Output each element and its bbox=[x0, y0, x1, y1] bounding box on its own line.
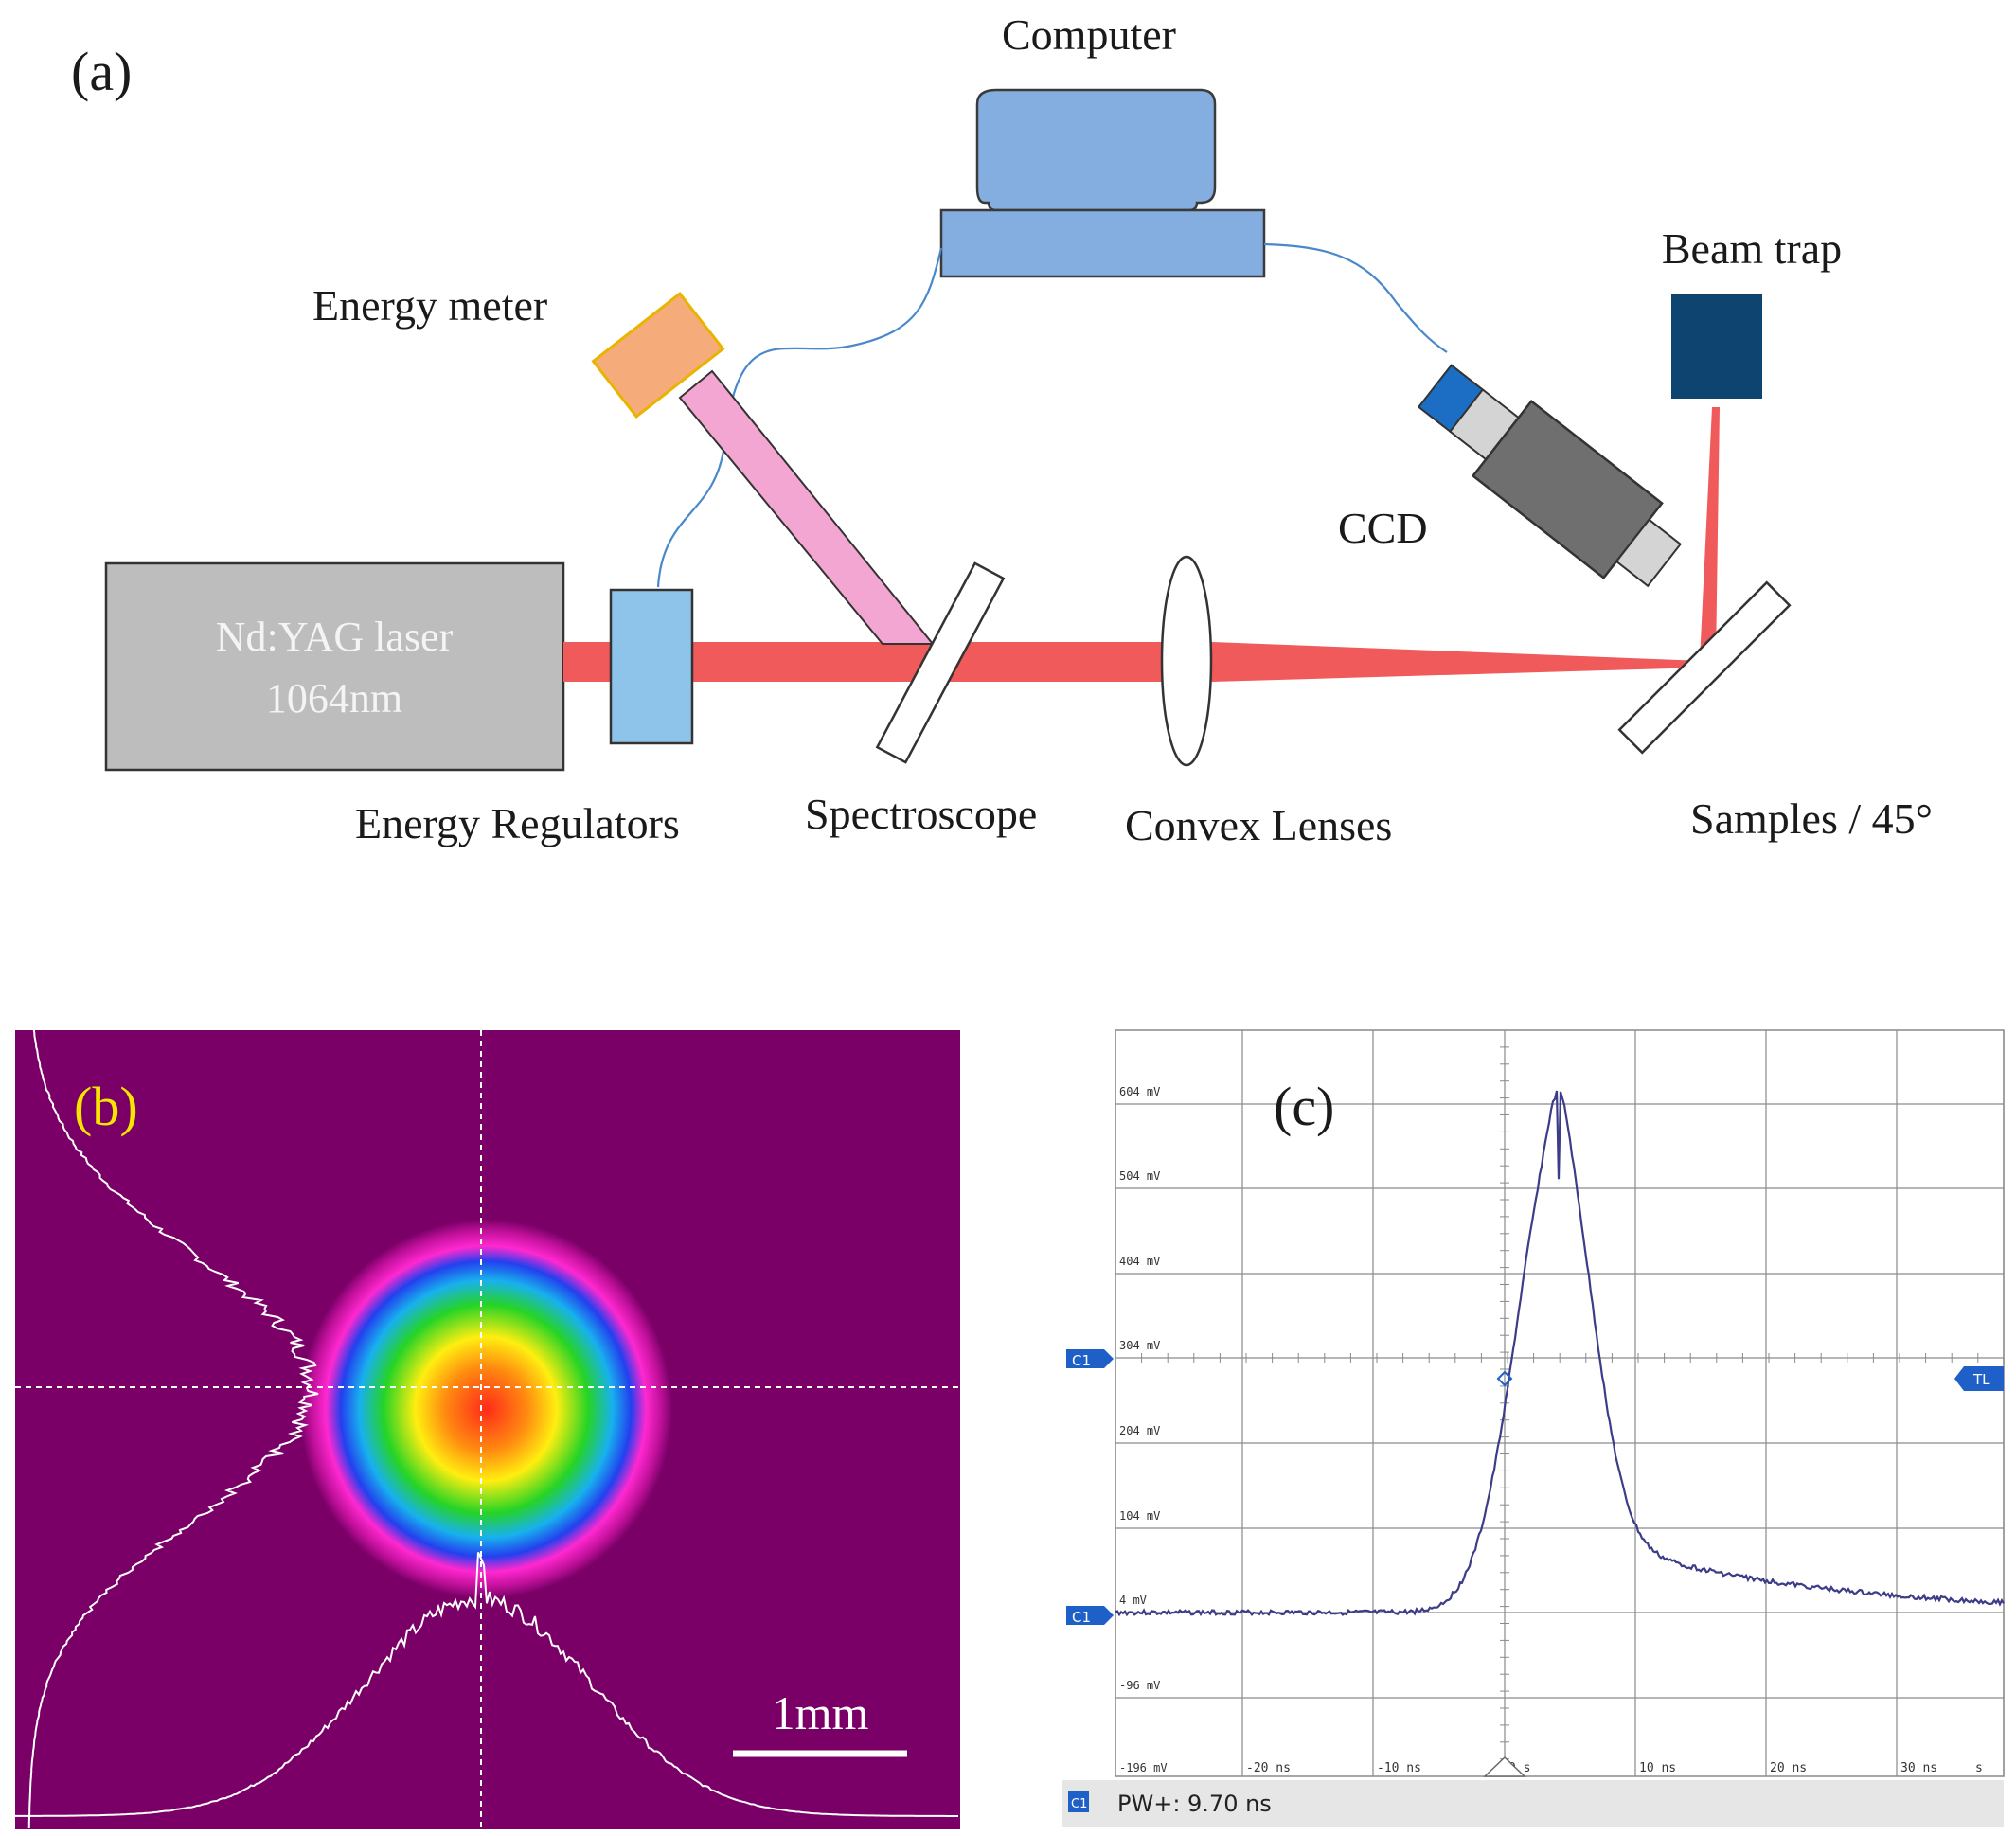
panel-c-label: (c) bbox=[1274, 1076, 1334, 1137]
y-tick-label: 604 mV bbox=[1119, 1085, 1160, 1098]
panel-b: (b) 1mm bbox=[15, 1029, 960, 1829]
panel-b-label: (b) bbox=[74, 1076, 138, 1137]
vertical-intensity-profile bbox=[27, 1029, 319, 1829]
energy-regulators-label: Energy Regulators bbox=[355, 799, 680, 847]
ccd-label: CCD bbox=[1338, 504, 1428, 552]
laser-box bbox=[104, 561, 565, 772]
trigger-time-marker bbox=[1483, 1756, 1526, 1777]
spectroscope-label: Spectroscope bbox=[805, 790, 1037, 838]
x-tick-label: 10 ns bbox=[1639, 1761, 1676, 1775]
cable-computer-to-regulator bbox=[656, 247, 943, 588]
focused-beam bbox=[1160, 642, 1704, 682]
panel-a-label: (a) bbox=[71, 41, 132, 102]
reflected-beam bbox=[1700, 407, 1720, 661]
laser-label-line2: 1064nm bbox=[266, 675, 402, 722]
x-tick-label: -10 ns bbox=[1377, 1761, 1421, 1775]
ccd-camera-icon bbox=[1417, 364, 1683, 588]
channel-marker-ground[interactable]: C1 bbox=[1066, 1606, 1114, 1626]
energy-regulator-icon bbox=[609, 588, 694, 745]
spectroscope-icon bbox=[875, 561, 1006, 764]
y-tick-label: 304 mV bbox=[1119, 1339, 1160, 1352]
y-tick-label: -196 mV bbox=[1119, 1761, 1168, 1774]
samples-label: Samples / 45° bbox=[1690, 794, 1933, 843]
sample-icon bbox=[1617, 580, 1792, 755]
scope-trace bbox=[1115, 1090, 2005, 1617]
scale-bar-label: 1mm bbox=[772, 1686, 869, 1739]
split-beam bbox=[678, 369, 936, 645]
computer-label: Computer bbox=[1002, 10, 1176, 59]
y-tick-label: 504 mV bbox=[1119, 1169, 1160, 1183]
convex-lens-icon bbox=[1160, 555, 1213, 767]
channel-marker-top[interactable]: C1 bbox=[1066, 1349, 1114, 1369]
status-channel-badge bbox=[1068, 1791, 1089, 1812]
scope-grid bbox=[1115, 1029, 2005, 1777]
scope-status-bar bbox=[1062, 1780, 2004, 1827]
x-tick-label: 30 ns bbox=[1900, 1761, 1937, 1775]
trigger-level-marker[interactable]: TL bbox=[1954, 1366, 2004, 1391]
x-tick-label: 20 ns bbox=[1770, 1761, 1807, 1775]
trigger-level-label: TL bbox=[1972, 1371, 1990, 1388]
panel-a: (a) Computer Nd:YAG laser 1064nm Energy … bbox=[71, 10, 1933, 849]
scope-y-ticks: 604 mV 504 mV 404 mV 304 mV 204 mV 104 mV 4 mV… bbox=[1119, 1085, 1168, 1774]
y-tick-label: 4 mV bbox=[1119, 1594, 1147, 1607]
beam-trap-icon bbox=[1671, 294, 1762, 399]
horizontal-intensity-profile bbox=[15, 1551, 958, 1817]
trigger-point-marker bbox=[1496, 1370, 1513, 1387]
energy-meter-label: Energy meter bbox=[312, 281, 547, 330]
cable-computer-to-ccd bbox=[1263, 242, 1448, 353]
y-tick-label: 104 mV bbox=[1119, 1509, 1160, 1523]
y-tick-label: 204 mV bbox=[1119, 1424, 1160, 1437]
computer-icon bbox=[939, 88, 1266, 278]
energy-meter-icon bbox=[591, 292, 725, 419]
channel-marker-top-label: C1 bbox=[1072, 1352, 1091, 1369]
pulse-width-readout: PW+: 9.70 ns bbox=[1117, 1791, 1272, 1817]
channel-marker-ground-label: C1 bbox=[1072, 1609, 1091, 1626]
x-tick-label: s bbox=[1975, 1761, 1983, 1775]
y-tick-label: -96 mV bbox=[1119, 1679, 1160, 1692]
status-channel-label: C1 bbox=[1071, 1797, 1087, 1811]
beam-trap-label: Beam trap bbox=[1662, 224, 1842, 273]
beam-spot bbox=[299, 1219, 672, 1599]
convex-lenses-label: Convex Lenses bbox=[1125, 801, 1392, 849]
x-tick-label: -20 ns bbox=[1246, 1761, 1291, 1775]
y-tick-label: 404 mV bbox=[1119, 1255, 1160, 1268]
laser-label-line1: Nd:YAG laser bbox=[216, 614, 454, 660]
panel-c: 604 mV 504 mV 404 mV 304 mV 204 mV 104 mV 4 mV… bbox=[1062, 1029, 2005, 1827]
